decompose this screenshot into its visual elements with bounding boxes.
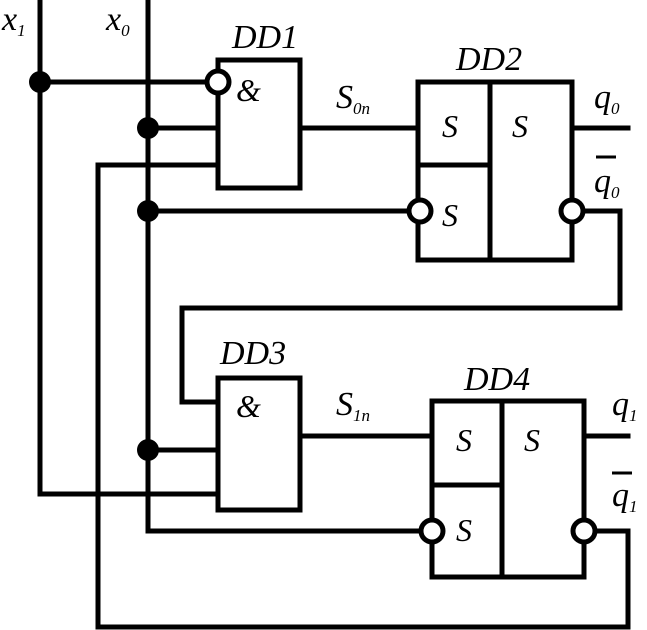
flipflop-dd4-main: S bbox=[524, 422, 540, 458]
label-q0: q0 bbox=[594, 79, 620, 118]
gate-dd3: & DD3 bbox=[215, 335, 303, 513]
flipflop-dd2-set-top: S bbox=[442, 108, 458, 144]
output-labels: q0 q0 q1 q1 bbox=[594, 79, 638, 516]
flipflop-dd2-main: S bbox=[512, 108, 528, 144]
inverter-bubble-dd4-out bbox=[570, 517, 598, 545]
flipflop-dd4: S S S DD4 bbox=[418, 361, 598, 580]
junctions bbox=[29, 71, 159, 461]
gate-dd1-body bbox=[215, 57, 303, 191]
flipflop-dd4-label: DD4 bbox=[463, 361, 530, 398]
flipflop-dd2-body bbox=[415, 79, 575, 263]
signal-labels: S0n S1n bbox=[336, 79, 370, 425]
flipflop-dd2-label: DD2 bbox=[455, 41, 522, 78]
inverter-bubble-dd4-in bbox=[418, 517, 446, 545]
junction-x0-dd3 bbox=[137, 439, 159, 461]
label-q1: q1 bbox=[612, 386, 638, 425]
label-q0-bar: q0 bbox=[594, 163, 620, 202]
label-x1: x1 bbox=[1, 1, 26, 40]
inverter-bubble-dd2-in bbox=[406, 197, 434, 225]
gate-dd1: & DD1 bbox=[204, 19, 303, 191]
flipflop-dd2: S S S DD2 bbox=[406, 41, 586, 263]
label-s0n: S0n bbox=[336, 79, 370, 118]
gate-dd1-label: DD1 bbox=[231, 19, 298, 56]
junction-x0-dd2 bbox=[137, 200, 159, 222]
flipflop-dd4-set-bottom: S bbox=[456, 512, 472, 548]
gate-dd3-label: DD3 bbox=[219, 335, 286, 372]
junction-x0-dd1 bbox=[137, 117, 159, 139]
wires bbox=[37, 0, 631, 630]
gate-dd3-symbol: & bbox=[236, 388, 261, 424]
inverter-bubble-dd2-out bbox=[558, 197, 586, 225]
gate-dd1-symbol: & bbox=[236, 72, 261, 108]
input-labels: x1 x0 bbox=[1, 1, 130, 40]
flipflop-dd4-body bbox=[429, 398, 587, 580]
junction-x1-dd1 bbox=[29, 71, 51, 93]
flipflop-dd2-set-bottom: S bbox=[442, 197, 458, 233]
inverter-bubble-dd1 bbox=[204, 68, 232, 96]
label-x0: x0 bbox=[105, 1, 130, 40]
wire-q0bar-feedback bbox=[179, 208, 623, 405]
wire-x0-bus bbox=[145, 0, 423, 534]
gate-dd3-body bbox=[215, 375, 303, 513]
flipflop-dd4-set-top: S bbox=[456, 422, 472, 458]
label-s1n: S1n bbox=[336, 386, 370, 425]
label-q1-bar: q1 bbox=[612, 477, 638, 516]
wire-x1-bus bbox=[37, 0, 221, 497]
wire-q1bar-feedback bbox=[95, 162, 631, 630]
